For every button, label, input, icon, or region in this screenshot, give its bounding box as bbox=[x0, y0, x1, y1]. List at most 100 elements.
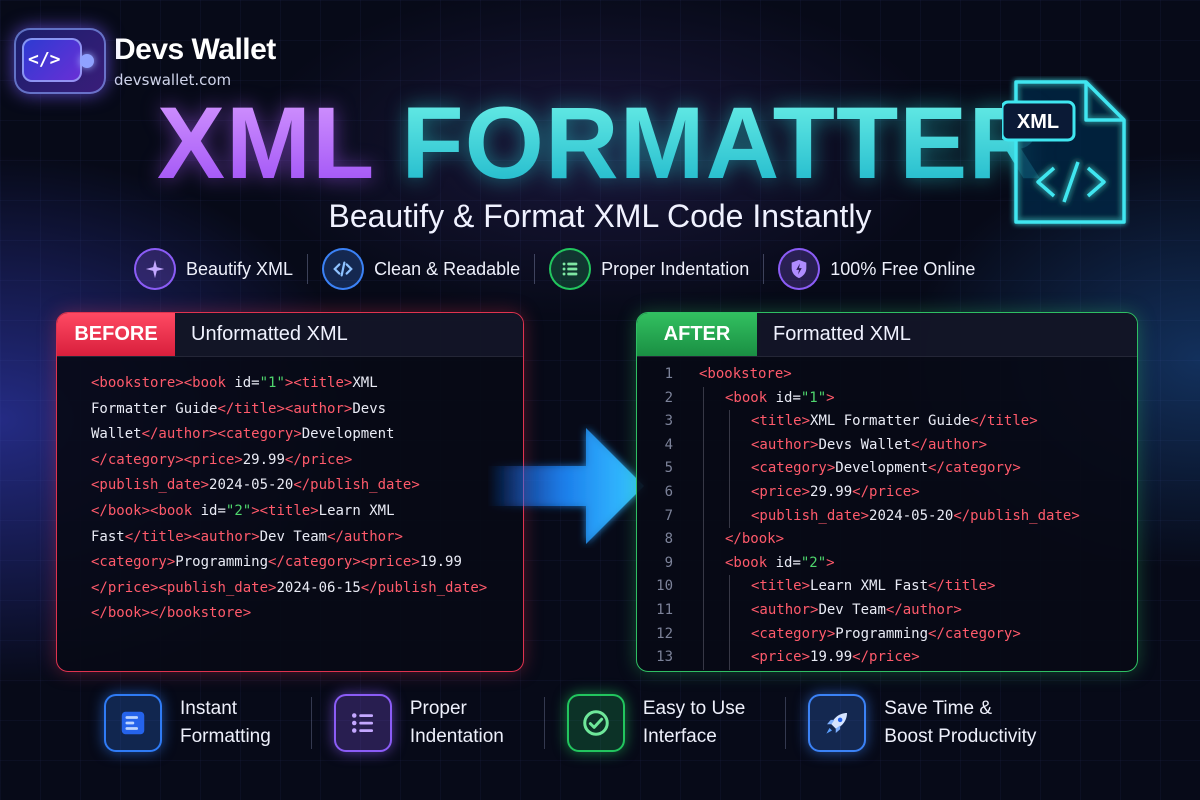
line-number: 11 bbox=[656, 601, 673, 618]
bottom-feature-label: Easy to Use Interface bbox=[642, 698, 746, 747]
indent-guide bbox=[703, 386, 704, 411]
brand-name: Devs Wallet bbox=[114, 33, 276, 66]
formatted-code[interactable]: 1<bookstore>2<book id="1">3<title>XML Fo… bbox=[637, 357, 1137, 670]
after-tag: AFTER bbox=[637, 313, 757, 356]
divider bbox=[534, 254, 536, 284]
feature-label: Proper Indentation bbox=[601, 258, 750, 279]
feature-beautify: Beautify XML bbox=[120, 248, 307, 290]
divider bbox=[543, 697, 545, 749]
indent-guide bbox=[729, 646, 730, 670]
indent-guide bbox=[703, 457, 704, 481]
line-number: 9 bbox=[664, 554, 673, 571]
line-number: 12 bbox=[656, 625, 673, 642]
brand-url: devswallet.com bbox=[114, 71, 232, 89]
line-number: 5 bbox=[664, 460, 673, 477]
indent-guide bbox=[729, 575, 730, 599]
line-number: 4 bbox=[664, 436, 673, 453]
title-part-xml: XML bbox=[157, 86, 376, 200]
line-number: 7 bbox=[664, 507, 673, 524]
indent-guide bbox=[703, 598, 704, 623]
line-number: 8 bbox=[664, 531, 673, 548]
code-line: 4<author>Devs Wallet</author> bbox=[637, 433, 1137, 458]
document-lines-icon bbox=[104, 694, 162, 752]
feature-free: 100% Free Online bbox=[764, 248, 989, 290]
indent-guide bbox=[703, 433, 704, 458]
code-line: 1<bookstore> bbox=[637, 363, 1137, 387]
indent-guide bbox=[729, 622, 730, 647]
sparkle-icon bbox=[134, 248, 176, 290]
line-number: 3 bbox=[664, 413, 673, 430]
code-line: 12<category>Programming</category> bbox=[637, 622, 1137, 647]
code-line: <bookstore><book id="1"><title>XML bbox=[91, 375, 378, 391]
indent-guide bbox=[703, 622, 704, 647]
bottom-features: Instant Formatting Proper Indentation Ea… bbox=[100, 694, 1058, 752]
code-line: </book></bookstore> bbox=[91, 605, 252, 622]
feature-indentation: Proper Indentation bbox=[535, 248, 763, 290]
indent-guide bbox=[703, 646, 704, 670]
code-line: 9<book id="2"> bbox=[637, 551, 1137, 576]
code-line: <category>Programming</category><price>1… bbox=[91, 554, 462, 571]
divider bbox=[310, 697, 312, 749]
line-number: 1 bbox=[664, 366, 673, 382]
code-line: </price><publish_date>2024-06-15</publis… bbox=[91, 579, 488, 596]
line-number: 13 bbox=[656, 649, 673, 666]
feature-label: Beautify XML bbox=[186, 258, 294, 279]
bottom-feature-label: Instant Formatting bbox=[180, 698, 271, 747]
code-glyph: </> bbox=[28, 49, 61, 70]
line-number: 6 bbox=[664, 483, 673, 500]
numbered-list-icon bbox=[333, 694, 392, 752]
feature-clean: Clean & Readable bbox=[308, 248, 534, 290]
code-line: 7<publish_date>2024-05-20</publish_date> bbox=[637, 504, 1137, 529]
indent-guide bbox=[703, 410, 704, 434]
divider bbox=[763, 254, 765, 284]
after-title: Formatted XML bbox=[773, 323, 911, 345]
line-number: 10 bbox=[656, 578, 673, 595]
indent-guide bbox=[729, 504, 730, 529]
bottom-feature-indentation: Proper Indentation bbox=[330, 694, 526, 752]
before-tag: BEFORE bbox=[57, 313, 175, 356]
feature-label: 100% Free Online bbox=[830, 258, 976, 279]
before-title: Unformatted XML bbox=[191, 323, 348, 345]
code-line: 5<category>Development</category> bbox=[637, 457, 1137, 481]
after-panel-header: AFTER Formatted XML bbox=[637, 313, 1137, 357]
before-panel: BEFORE Unformatted XML <bookstore><book … bbox=[56, 312, 524, 672]
code-icon bbox=[322, 248, 365, 290]
indent-guide bbox=[703, 480, 704, 505]
check-circle-icon bbox=[566, 694, 625, 752]
line-number: 2 bbox=[664, 389, 673, 406]
before-panel-header: BEFORE Unformatted XML bbox=[57, 313, 523, 357]
arrow-right-icon bbox=[488, 428, 644, 544]
divider bbox=[785, 697, 787, 749]
brand-logo[interactable]: </> Devs Wallet devswallet.com bbox=[14, 28, 276, 94]
indent-guide bbox=[703, 551, 704, 576]
indent-guide bbox=[729, 433, 730, 458]
code-line: Wallet</author><category>Development bbox=[91, 426, 395, 443]
code-line: 6<price>29.99</price> bbox=[637, 480, 1137, 505]
xml-file-icon: XML bbox=[1002, 80, 1126, 224]
indent-guide bbox=[729, 457, 730, 481]
code-line: 2<book id="1"> bbox=[637, 386, 1137, 411]
code-line: <publish_date>2024-05-20</publish_date> bbox=[91, 477, 420, 494]
bottom-feature-instant: Instant Formatting bbox=[100, 694, 293, 752]
wallet-icon: </> bbox=[14, 28, 106, 94]
bottom-feature-productivity: Save Time & Boost Productivity bbox=[804, 694, 1058, 752]
feature-label: Clean & Readable bbox=[374, 258, 521, 279]
code-line: 3<title>XML Formatter Guide</title> bbox=[637, 410, 1137, 434]
indent-guide bbox=[703, 575, 704, 599]
shield-icon bbox=[778, 248, 821, 290]
indent-guide bbox=[729, 410, 730, 434]
page-subtitle: Beautify & Format XML Code Instantly bbox=[328, 198, 872, 234]
indent-guide bbox=[729, 480, 730, 505]
code-line: 11<author>Dev Team</author> bbox=[637, 598, 1137, 623]
bottom-feature-label: Save Time & Boost Productivity bbox=[884, 698, 1037, 747]
code-line: Fast</title><author>Dev Team</author> bbox=[91, 528, 403, 545]
code-line: 10<title>Learn XML Fast</title> bbox=[637, 575, 1137, 599]
indent-guide bbox=[703, 528, 704, 552]
title-part-formatter: FORMATTER bbox=[401, 86, 1043, 200]
bottom-feature-label: Proper Indentation bbox=[409, 698, 504, 747]
divider bbox=[307, 254, 309, 284]
indent-guide bbox=[703, 504, 704, 529]
code-line: 8</book> bbox=[637, 528, 1137, 552]
